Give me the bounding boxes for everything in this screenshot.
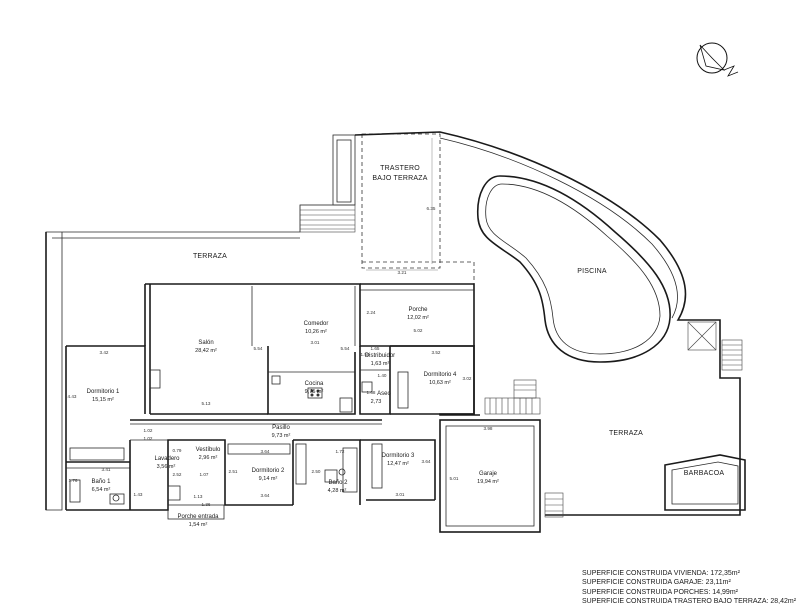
dim-dorm2-h: 2.51 xyxy=(229,469,238,474)
dim-dorm1-h: 4.43 xyxy=(68,394,77,399)
aseo-name: Aseo xyxy=(377,391,391,397)
barbecue xyxy=(664,454,746,511)
dim-dist-2: 1.40 xyxy=(378,373,387,378)
dim-vest-2: 1.36 xyxy=(202,502,211,507)
summary-trastero: SUPERFICIE CONSTRUIDA TRASTERO BAJO TERR… xyxy=(582,598,797,606)
fixtures xyxy=(69,369,409,505)
dim-comedor-w: 3.01 xyxy=(311,340,320,345)
dim-dist-1: 1.65 xyxy=(371,346,380,351)
trastero-area xyxy=(361,133,475,284)
salon-area: 28,42 m² xyxy=(195,348,217,354)
stairs-lower xyxy=(484,379,564,518)
barbacoa-label: BARBACOA xyxy=(684,470,725,477)
dim-bano1: 1.76 xyxy=(69,478,78,483)
north-arrow-icon xyxy=(696,42,739,77)
dim-dist-3: 1.50 xyxy=(361,352,370,357)
summary-garaje: SUPERFICIE CONSTRUIDA GARAJE: 23,11m² xyxy=(582,579,731,587)
distribuidor-area: 1,63 m² xyxy=(371,361,390,367)
dim-porche-w: 5.02 xyxy=(414,328,423,333)
aseo-area: 2,73 xyxy=(371,399,382,405)
dormitorio4-name: Dormitorio 4 xyxy=(424,372,457,378)
terrace-outline xyxy=(45,134,356,511)
dim-salon-h: 5.54 xyxy=(254,346,263,351)
dormitorio1-name: Dormitorio 1 xyxy=(87,389,120,395)
trastero-label-2: BAJO TERRAZA xyxy=(372,175,427,182)
dim-dorm2-w: 3.64 xyxy=(261,493,270,498)
dim-pasillo-w: 3.64 xyxy=(261,449,270,454)
pool-deck xyxy=(354,131,741,516)
dim-lav-4: 2.52 xyxy=(173,472,182,477)
lavadero-area: 3,56 m² xyxy=(157,464,176,470)
dim-dorm1-w: 3.42 xyxy=(100,350,109,355)
bano2-name: Baño 2 xyxy=(328,480,348,486)
comedor-area: 10,26 m² xyxy=(305,329,327,335)
terraza-top-label: TERRAZA xyxy=(193,253,227,260)
pool xyxy=(476,175,671,363)
dim-lav-1: 3.41 xyxy=(102,467,111,472)
porche-entrada-name: Porche entrada xyxy=(177,514,219,520)
vestibulo-area: 2,96 m² xyxy=(199,455,218,461)
dormitorio1-area: 15,15 m² xyxy=(92,397,114,403)
porche-area: 12,02 m² xyxy=(407,315,429,321)
porche-name: Porche xyxy=(408,307,428,313)
vestibulo-name: Vestíbulo xyxy=(196,447,221,453)
house-walls xyxy=(65,283,541,533)
room-labels: TRASTERO BAJO TERRAZA TERRAZA PISCINA Po… xyxy=(87,165,725,528)
salon-name: Salón xyxy=(198,340,213,346)
pasillo-area: 9,73 m² xyxy=(272,433,291,439)
terraza-right-label: TERRAZA xyxy=(609,430,643,437)
cocina-name: Cocina xyxy=(305,381,324,387)
dim-lav-6: 0.79 xyxy=(173,448,182,453)
porche-entrada-area: 1,54 m² xyxy=(189,522,208,528)
dim-dorm3-w: 3.01 xyxy=(396,492,405,497)
bano1-area: 6,54 m² xyxy=(92,487,111,493)
piscina-label: PISCINA xyxy=(577,268,607,275)
dim-porche-h: 2.24 xyxy=(367,310,376,315)
dormitorio2-area: 9,14 m² xyxy=(259,476,278,482)
bano2-area: 4,28 m² xyxy=(328,488,347,494)
dormitorio4-area: 10,63 m² xyxy=(429,380,451,386)
dim-lav-2: 1.43 xyxy=(134,492,143,497)
trastero-label: TRASTERO xyxy=(380,165,420,172)
dim-trastero-w: 3.21 xyxy=(398,270,407,275)
distribuidor-name: Distribuidor xyxy=(365,353,395,359)
garaje-area: 19,94 m² xyxy=(477,479,499,485)
dim-vest-1: 1.13 xyxy=(194,494,203,499)
cocina-area: 9,75 m² xyxy=(305,389,324,395)
summary-porches: SUPERFICIE CONSTRUIDA PORCHES: 14,99m² xyxy=(582,588,738,596)
dormitorio2-name: Dormitorio 2 xyxy=(252,468,285,474)
dim-bano2-w: 1.72 xyxy=(336,449,345,454)
dim-trastero-h: 6.35 xyxy=(427,206,436,211)
dim-pasillo-1: 1.02 xyxy=(144,428,153,433)
dim-lav-5: 1.07 xyxy=(200,472,209,477)
summary-vivienda: SUPERFICIE CONSTRUIDA VIVIENDA: 172,35m² xyxy=(582,570,740,577)
lavadero-name: Lavadero xyxy=(154,456,180,462)
stairs-right xyxy=(687,321,743,371)
dim-lav-3: 1.02 xyxy=(144,436,153,441)
dim-dorm4-w: 3.52 xyxy=(432,350,441,355)
surface-summary: SUPERFICIE CONSTRUIDA VIVIENDA: 172,35m²… xyxy=(582,569,797,607)
garaje-name: Garaje xyxy=(479,471,498,477)
dormitorio3-name: Dormitorio 3 xyxy=(382,453,415,459)
dimension-labels: 3.21 6.35 5.02 2.24 3.42 4.43 5.54 5.13 … xyxy=(68,206,493,507)
dim-salon-w: 5.13 xyxy=(202,401,211,406)
dim-dorm4-h: 3.02 xyxy=(463,376,472,381)
dim-aseo: 1.68 xyxy=(367,390,376,395)
dim-dorm3-h: 3.64 xyxy=(422,459,431,464)
dim-garaje-w: 3.98 xyxy=(484,426,493,431)
pasillo-name: Pasillo xyxy=(272,425,290,431)
dim-bano2-h: 2.50 xyxy=(312,469,321,474)
dim-garaje-h: 5.01 xyxy=(450,476,459,481)
bano1-name: Baño 1 xyxy=(91,479,111,485)
dim-comedor-h: 5.54 xyxy=(341,346,350,351)
comedor-name: Comedor xyxy=(304,321,329,327)
dormitorio3-area: 12,47 m² xyxy=(387,461,409,467)
